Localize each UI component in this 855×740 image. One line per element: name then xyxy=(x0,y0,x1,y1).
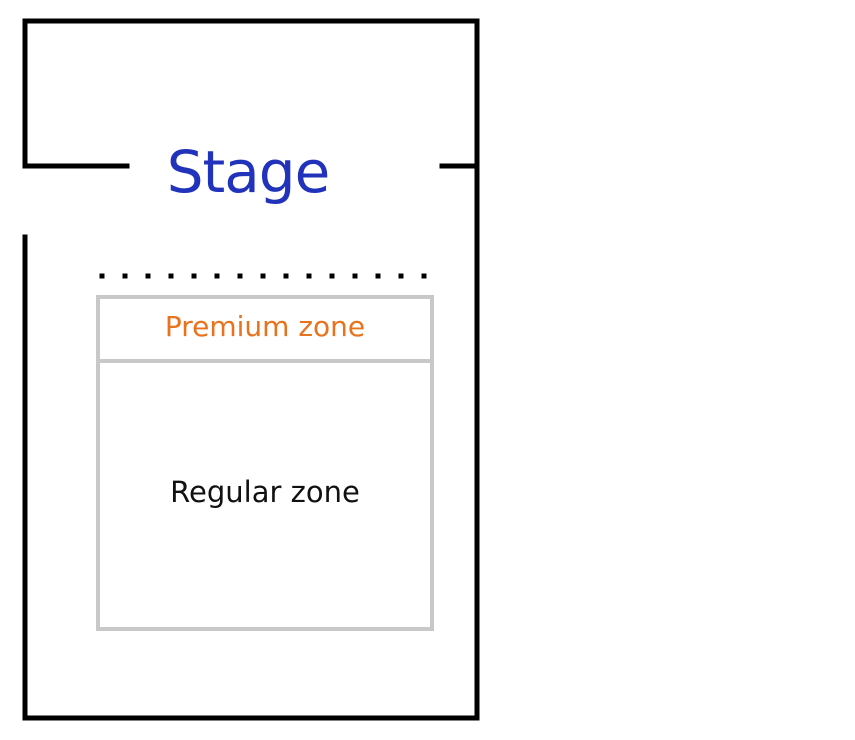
stage-edge-dot xyxy=(375,273,381,279)
stage-edge-dot xyxy=(237,273,243,279)
stage-edge-dots xyxy=(99,273,427,279)
stage-edge-dot xyxy=(214,273,220,279)
stage-edge-dot xyxy=(306,273,312,279)
stage-edge-dot xyxy=(122,273,128,279)
stage-edge-dot xyxy=(398,273,404,279)
regular-zone-box xyxy=(96,359,434,631)
hall-outer-wall xyxy=(22,163,480,721)
stage-label: Stage xyxy=(166,138,331,206)
stage-edge-dot xyxy=(352,273,358,279)
venue-walls xyxy=(22,18,480,721)
stage-edge-dot xyxy=(260,273,266,279)
stage-edge-dot xyxy=(99,273,105,279)
stage-edge-dot xyxy=(329,273,335,279)
stage-edge-dot xyxy=(421,273,427,279)
stage-left-wall xyxy=(22,18,480,169)
regular-zone-label: Regular zone xyxy=(170,475,360,509)
stage-edge-dot xyxy=(283,273,289,279)
stage-edge-dot xyxy=(145,273,151,279)
stage-edge-dot xyxy=(191,273,197,279)
stage-edge-dot xyxy=(168,273,174,279)
premium-zone-label: Premium zone xyxy=(164,310,366,343)
